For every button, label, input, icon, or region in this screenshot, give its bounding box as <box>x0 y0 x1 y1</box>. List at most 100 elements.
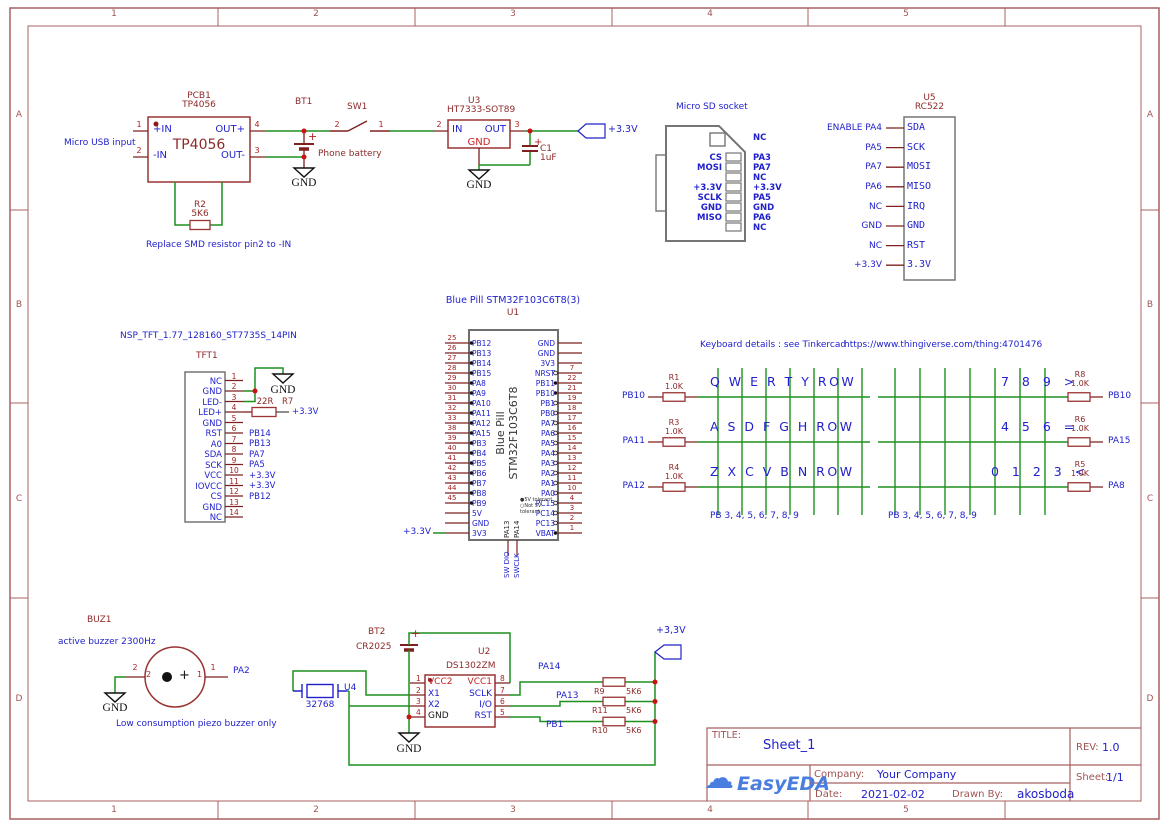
kb-left-net: PA12 <box>622 481 645 491</box>
u3-ref: U3 <box>468 96 481 106</box>
tp4056-pin-name: -IN <box>153 150 168 161</box>
tft-pin-name: IOVCC <box>195 481 222 492</box>
keyboard-resistors[interactable] <box>662 392 1091 492</box>
u3-part: HT7333-SOT89 <box>447 105 516 115</box>
u5-net-label: +3.3V <box>853 260 882 271</box>
buzzer-bottom-note: Low consumption piezo buzzer only <box>116 719 277 729</box>
charger-wires[interactable] <box>265 130 433 158</box>
title-block-frame <box>706 727 1141 801</box>
u2-pin-name: SCLK <box>469 689 492 699</box>
net-flag-3v3-rtc[interactable] <box>654 644 682 660</box>
tp4056-chip-label: TP4056 <box>172 137 226 153</box>
pin-number: 2 <box>136 146 142 155</box>
ht7333-body[interactable] <box>447 119 511 149</box>
sw1-switch[interactable] <box>330 120 390 132</box>
u1-pin-number: 7 <box>569 364 575 372</box>
bt1-ref: BT1 <box>295 97 313 107</box>
u1-pin-number: 42 <box>447 464 457 472</box>
tp4056-body[interactable] <box>147 116 251 183</box>
frame-row-label: C <box>1146 494 1154 504</box>
u5-net-label: NC <box>868 201 882 212</box>
r9-ref: R9 <box>594 687 605 696</box>
gnd-symbol-tft[interactable] <box>271 373 295 384</box>
tft-body[interactable] <box>184 371 226 523</box>
u1-pin-name: GND <box>472 519 490 528</box>
u1-pin-row: 29 PA8 <box>443 374 523 388</box>
tft-pin-row: LED- 3 <box>150 393 300 408</box>
rtc-pullup-resistors[interactable] <box>602 677 626 727</box>
sheet-frame <box>9 7 1160 820</box>
tft-pin-row: RST 6 PB14 <box>150 424 300 439</box>
usb-input-label: Micro USB input <box>64 138 136 148</box>
kb-res-value: 1.0K <box>665 472 683 481</box>
u5-pin-row: ENABLE PA4 SDA <box>798 118 958 138</box>
tft-pin-name: GND <box>202 387 223 398</box>
tft-ref: TFT1 <box>196 351 218 361</box>
kb-row-letters: Q W E R T Y ROW <box>710 374 857 389</box>
tft-pin-name: LED- <box>202 397 222 408</box>
u1-pin-row: PC15 4 <box>500 494 600 508</box>
buzzer-wires[interactable] <box>114 676 125 693</box>
buzzer-plus-sign: + <box>179 668 190 683</box>
u1-pin-row: 3V3 <box>443 528 523 538</box>
u5-part: RC522 <box>914 102 945 112</box>
rtc-wires[interactable] <box>292 632 656 766</box>
sd-net-label: PA3 <box>753 153 771 163</box>
pin-number: 4 <box>254 120 260 129</box>
rc522-pins <box>886 127 904 266</box>
tft-pin-name: NC <box>209 513 222 524</box>
net-flag-3v3-main[interactable] <box>577 123 606 139</box>
keyboard-url[interactable]: https://www.thingiverse.com/thing:470147… <box>844 340 1043 350</box>
tft-net-label: +3.3V <box>249 470 276 481</box>
keyboard-grid[interactable] <box>697 368 1068 515</box>
ds1302-body[interactable] <box>424 674 496 728</box>
crystal-body[interactable] <box>293 683 347 699</box>
gnd-label: GND <box>270 384 296 396</box>
tp4056-pin-name: OUT+ <box>215 124 245 135</box>
regulator-wires[interactable] <box>478 130 578 170</box>
c1-capacitor[interactable] <box>522 145 538 152</box>
buzzer-top-note: active buzzer 2300Hz <box>58 637 156 647</box>
r2-resistor[interactable] <box>174 182 223 231</box>
gnd-symbol-bt1[interactable] <box>292 157 316 178</box>
company-label: Company: <box>814 769 865 780</box>
kb-res-ref: R4 <box>668 463 680 472</box>
u5-ref: U5 <box>923 93 936 103</box>
tft-pin-row: SDA 8 PA7 <box>150 445 300 460</box>
gnd-symbol-rtc[interactable] <box>397 732 421 743</box>
tft-pin-number: 11 <box>229 476 239 486</box>
frame-col-label: 2 <box>313 9 319 19</box>
frame-col-label: 2 <box>313 805 319 815</box>
gnd-symbol-buzzer[interactable] <box>103 692 127 703</box>
sd-socket-body[interactable] <box>655 125 746 242</box>
u1-body[interactable] <box>468 329 559 541</box>
u1-pin-number: 12 <box>567 464 577 472</box>
u3-pin-name: IN <box>452 124 463 135</box>
u1-pin-name: PB10 <box>535 389 555 398</box>
sd-pin-row: SCLK <box>655 192 722 203</box>
net-label-pa13: PA13 <box>556 691 579 701</box>
rc522-body[interactable] <box>903 116 956 281</box>
tft-pin-name: NC <box>209 376 222 387</box>
buzzer-body[interactable] <box>144 646 206 708</box>
gnd-symbol-u3[interactable] <box>467 169 491 180</box>
gnd-label: GND <box>396 743 422 755</box>
u1-pin-name: PA2 <box>541 469 555 478</box>
gnd-label: GND <box>291 177 317 189</box>
r7-resistor[interactable] <box>243 406 289 418</box>
frame-col-label: 1 <box>111 805 117 815</box>
pin-number: 1 <box>197 670 203 679</box>
tft-pin-row: NC 1 <box>150 372 300 387</box>
u5-pin-row: PA6 MISO <box>798 177 958 197</box>
kb-right-net: PA15 <box>1108 436 1131 446</box>
kb-res-value: 1.0K <box>665 382 683 391</box>
u5-pin-row: GND GND <box>798 216 958 236</box>
u1-pin-row: GND <box>500 338 600 348</box>
u1-pin-name: PB15 <box>472 369 492 378</box>
sd-pin-label: MOSI <box>697 163 722 173</box>
kb-res-value: 1.0K <box>1071 424 1089 433</box>
u1-pin-number: 22 <box>567 374 577 382</box>
u1-pin-row: GND <box>443 518 523 528</box>
u5-net-label: PA5 <box>865 142 882 153</box>
bt2-battery[interactable] <box>400 644 418 652</box>
